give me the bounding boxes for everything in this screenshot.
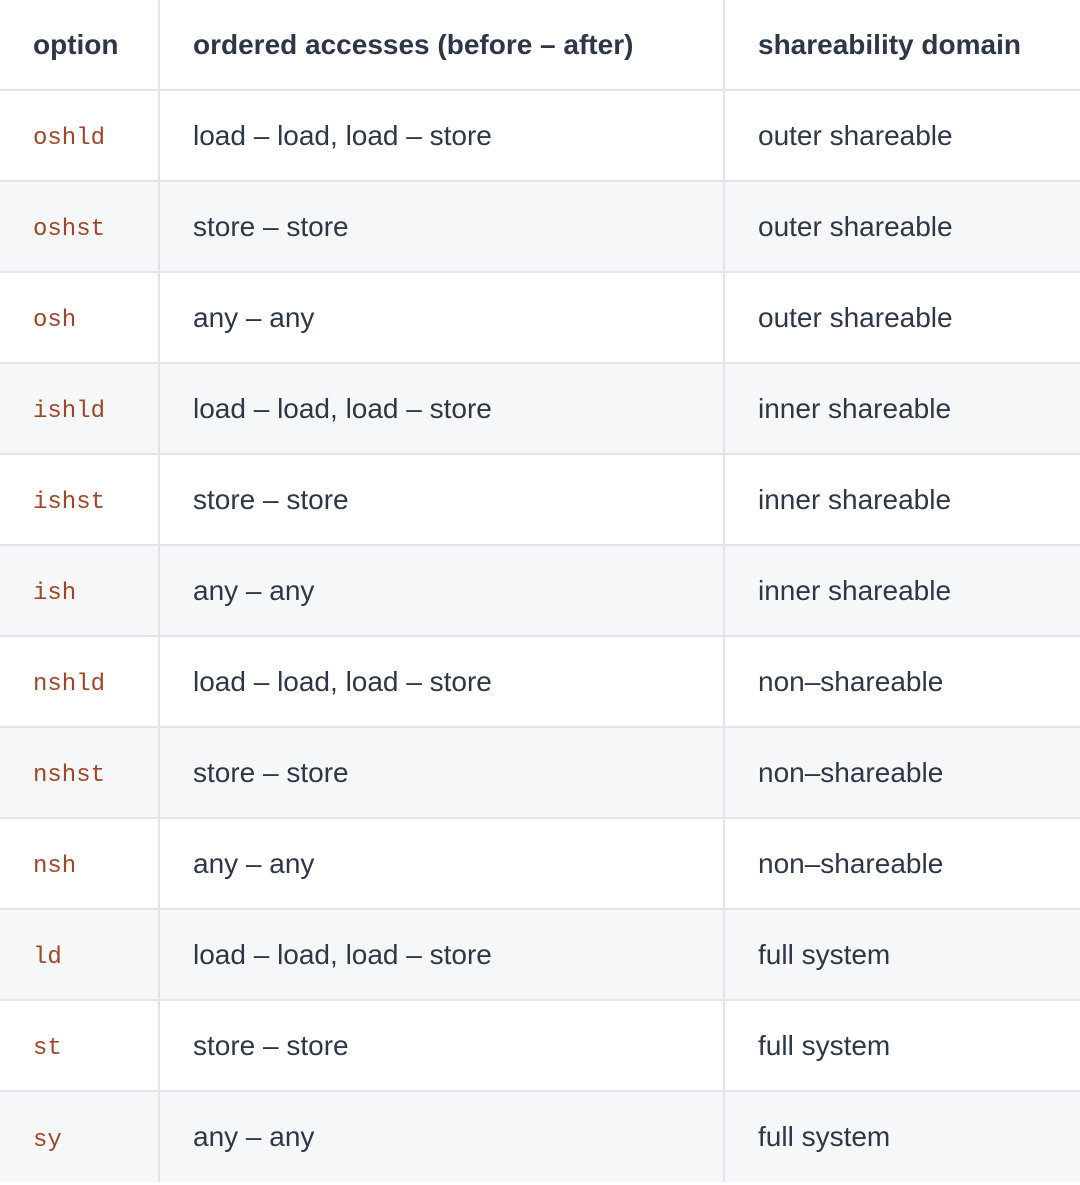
- table-row: oshst store – store outer shareable: [0, 181, 1080, 273]
- accesses-cell: any – any: [159, 272, 725, 364]
- domain-cell: outer shareable: [724, 272, 1080, 364]
- table-row: oshld load – load, load – store outer sh…: [0, 90, 1080, 182]
- accesses-cell: load – load, load – store: [159, 636, 725, 728]
- table-row: sy any – any full system: [0, 1091, 1080, 1182]
- accesses-cell: store – store: [159, 181, 725, 273]
- domain-cell: inner shareable: [724, 545, 1080, 637]
- domain-cell: non–shareable: [724, 727, 1080, 819]
- option-code: sy: [33, 1126, 62, 1154]
- option-code: oshst: [33, 216, 106, 243]
- domain-cell: outer shareable: [724, 90, 1080, 182]
- table-row: ld load – load, load – store full system: [0, 909, 1080, 1001]
- table-row: ishst store – store inner shareable: [0, 454, 1080, 546]
- option-cell: sy: [0, 1091, 160, 1182]
- column-header-ordered-accesses: ordered accesses (before – after): [159, 0, 725, 91]
- table-row: osh any – any outer shareable: [0, 272, 1080, 364]
- domain-cell: outer shareable: [724, 181, 1080, 273]
- option-cell: ishst: [0, 454, 160, 546]
- option-cell: ish: [0, 545, 160, 637]
- option-code: oshld: [33, 125, 106, 152]
- option-code: nshst: [33, 762, 106, 789]
- accesses-cell: any – any: [159, 545, 725, 637]
- option-code: nshld: [33, 671, 106, 698]
- option-code: ishld: [33, 398, 106, 425]
- header-row: option ordered accesses (before – after)…: [0, 0, 1080, 91]
- option-cell: nshld: [0, 636, 160, 728]
- option-cell: oshld: [0, 90, 160, 182]
- option-cell: st: [0, 1000, 160, 1092]
- table-row: nshld load – load, load – store non–shar…: [0, 636, 1080, 728]
- option-code: ish: [33, 580, 77, 607]
- accesses-cell: store – store: [159, 454, 725, 546]
- accesses-cell: load – load, load – store: [159, 363, 725, 455]
- option-code: st: [33, 1035, 62, 1062]
- option-cell: osh: [0, 272, 160, 364]
- option-cell: oshst: [0, 181, 160, 273]
- option-code: ishst: [33, 489, 106, 516]
- accesses-cell: any – any: [159, 818, 725, 910]
- option-cell: nsh: [0, 818, 160, 910]
- table-row: st store – store full system: [0, 1000, 1080, 1092]
- accesses-cell: load – load, load – store: [159, 909, 725, 1001]
- accesses-cell: store – store: [159, 1000, 725, 1092]
- option-cell: ishld: [0, 363, 160, 455]
- table-row: nsh any – any non–shareable: [0, 818, 1080, 910]
- domain-cell: full system: [724, 909, 1080, 1001]
- domain-cell: inner shareable: [724, 454, 1080, 546]
- domain-cell: full system: [724, 1091, 1080, 1182]
- column-header-shareability-domain: shareability domain: [724, 0, 1080, 91]
- domain-cell: non–shareable: [724, 818, 1080, 910]
- table-row: ishld load – load, load – store inner sh…: [0, 363, 1080, 455]
- domain-cell: full system: [724, 1000, 1080, 1092]
- column-header-option: option: [0, 0, 160, 91]
- domain-cell: non–shareable: [724, 636, 1080, 728]
- option-code: osh: [33, 307, 77, 334]
- accesses-cell: any – any: [159, 1091, 725, 1182]
- table-row: ish any – any inner shareable: [0, 545, 1080, 637]
- option-cell: nshst: [0, 727, 160, 819]
- option-code: ld: [33, 944, 62, 971]
- accesses-cell: load – load, load – store: [159, 90, 725, 182]
- domain-cell: inner shareable: [724, 363, 1080, 455]
- option-code: nsh: [33, 853, 77, 880]
- table-row: nshst store – store non–shareable: [0, 727, 1080, 819]
- option-cell: ld: [0, 909, 160, 1001]
- accesses-cell: store – store: [159, 727, 725, 819]
